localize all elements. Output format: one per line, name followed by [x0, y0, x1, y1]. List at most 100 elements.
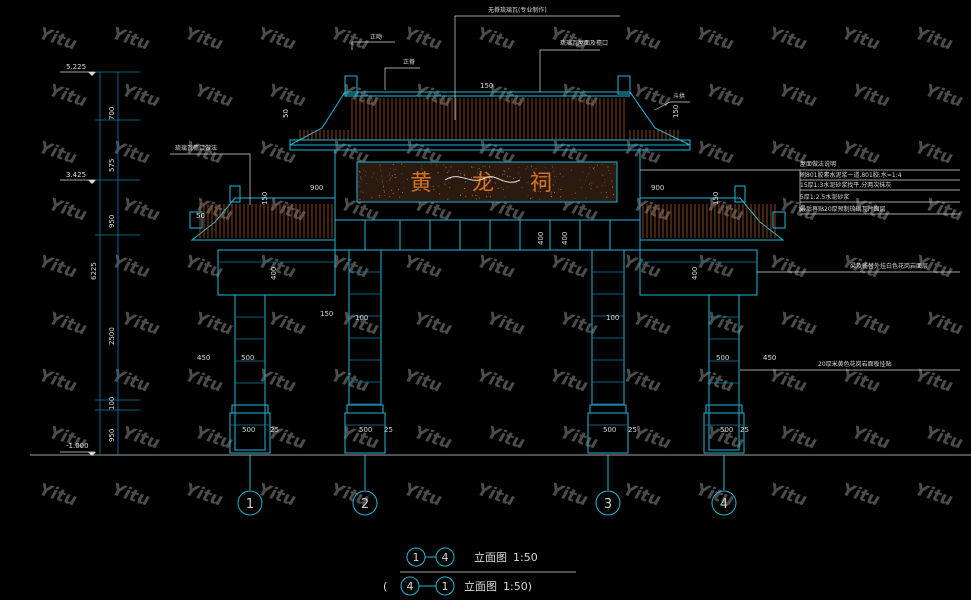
plaque-speck — [573, 197, 575, 199]
plaque-speck — [444, 183, 446, 185]
watermark-text: Yitu — [401, 24, 444, 55]
plaque-speck — [459, 193, 461, 195]
plaque-speck — [502, 174, 504, 176]
plaque-speck — [612, 187, 614, 189]
plaque-speck — [379, 165, 381, 167]
dim-400-a: 400 — [537, 232, 545, 245]
plaque-speck — [392, 192, 394, 194]
plaque-speck — [433, 188, 435, 190]
watermark-text: Yitu — [630, 81, 673, 112]
plaque-speck — [504, 196, 506, 198]
dim-total: 6225 — [90, 262, 98, 280]
column-base — [344, 412, 386, 454]
plaque-speck — [574, 192, 576, 194]
dim-950-base: 950 — [108, 429, 116, 442]
plaque-speck — [571, 169, 573, 171]
plaque-speck — [436, 164, 438, 166]
watermark-text: Yitu — [474, 366, 517, 397]
note-end-ornament: 正吻 — [370, 33, 382, 41]
plaque-speck — [547, 173, 549, 175]
plaque-speck — [503, 170, 505, 172]
columns — [229, 249, 745, 454]
plaque-speck — [601, 174, 603, 176]
plaque-speck — [552, 165, 554, 167]
axis-number: 1 — [246, 497, 254, 512]
watermark-text: Yitu — [547, 480, 590, 511]
plaque-speck — [359, 185, 361, 187]
plaque-speck — [473, 166, 475, 168]
plaque-speck — [420, 179, 422, 181]
plaque-speck — [371, 176, 373, 178]
watermark-text: Yitu — [693, 252, 736, 283]
watermark-text: Yitu — [912, 138, 955, 169]
plaque-speck — [421, 167, 423, 169]
title1-scale: 1:50 — [513, 551, 538, 564]
plaque-speck — [381, 176, 383, 178]
axis-circle — [237, 490, 263, 516]
watermark-text: Yitu — [182, 24, 225, 55]
name-plaque — [356, 161, 618, 203]
plaque-speck — [390, 167, 392, 169]
dim-400-d: 400 — [691, 267, 699, 280]
plaque-speck — [396, 176, 398, 178]
watermark-text: Yitu — [109, 252, 152, 283]
note-spec-1: 刷801胶素水泥浆一道,801胶:水=1:4 — [800, 171, 902, 179]
plaque-speck — [558, 188, 560, 190]
plaque-speck — [403, 187, 405, 189]
plaque-speck — [550, 196, 552, 198]
watermark-text: Yitu — [703, 195, 746, 226]
elevation-top: 5.225 — [66, 63, 86, 71]
plaque-speck — [514, 177, 516, 179]
plaque-speck — [432, 185, 434, 187]
watermark-text: Yitu — [620, 24, 663, 55]
plaque-speck — [389, 174, 391, 176]
note-roof-spec-title: 屋面做法说明 — [800, 160, 836, 168]
plaque-speck — [458, 170, 460, 172]
plaque-speck — [483, 165, 485, 167]
right-side-lintel — [639, 249, 758, 296]
dim-500-col1: 500 — [242, 426, 255, 434]
plaque-speck — [387, 175, 389, 177]
dim-900-left: 900 — [310, 184, 323, 192]
plaque-speck — [587, 173, 589, 175]
plaque-speck — [506, 175, 508, 177]
watermark-text: Yitu — [839, 480, 882, 511]
plaque-speck — [535, 168, 537, 170]
plaque-speck — [580, 187, 582, 189]
dim-150-lroof: 150 — [261, 192, 269, 205]
plaque-speck — [601, 184, 603, 186]
plaque-speck — [431, 163, 433, 165]
plaque-speck — [478, 174, 480, 176]
plaque-speck — [531, 169, 533, 171]
plaque-speck — [483, 173, 485, 175]
plaque-speck — [585, 175, 587, 177]
watermark-text: Yitu — [557, 423, 600, 454]
watermark-text: Yitu — [36, 24, 79, 55]
title2-label: 立面图 — [464, 579, 497, 593]
plaque-speck — [498, 175, 500, 177]
plaque-speck — [424, 185, 426, 187]
plaque-speck — [448, 170, 450, 172]
plaque-speck — [484, 171, 486, 173]
plaque-char-3: 祠 — [530, 171, 552, 196]
plaque-speck — [382, 184, 384, 186]
watermark-text: Yitu — [474, 252, 517, 283]
plaque-speck — [590, 185, 592, 187]
watermark-text: Yitu — [36, 480, 79, 511]
watermark-text: Yitu — [192, 309, 235, 340]
watermark-text: Yitu — [255, 24, 298, 55]
plaque-speck — [391, 175, 393, 177]
watermark-text: Yitu — [912, 480, 955, 511]
title1-axis-a: 1 — [413, 551, 420, 564]
note-spec-3: 5厚1:2.5水泥砂浆 — [800, 193, 849, 201]
plaque-speck — [358, 181, 360, 183]
plaque-speck — [534, 184, 536, 186]
plaque-speck — [398, 188, 400, 190]
plaque-speck — [593, 166, 595, 168]
plaque-speck — [526, 166, 528, 168]
plaque-speck — [401, 173, 403, 175]
plaque-speck — [590, 188, 592, 190]
watermark-text: Yitu — [119, 309, 162, 340]
watermark-text: Yitu — [192, 81, 235, 112]
